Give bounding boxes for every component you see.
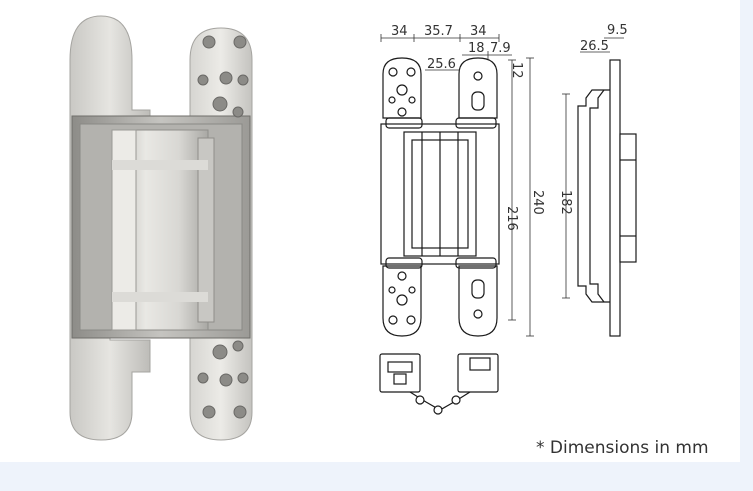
dimensions-note: * Dimensions in mm xyxy=(536,438,709,458)
dim-34-left: 34 xyxy=(391,24,408,39)
dim-7-9: 7.9 xyxy=(490,41,511,56)
dim-12: 12 xyxy=(509,62,524,79)
dim-35-7: 35.7 xyxy=(424,24,453,39)
dim-34-right: 34 xyxy=(470,24,487,39)
dim-26-5: 26.5 xyxy=(580,39,609,54)
dim-25-6: 25.6 xyxy=(427,57,456,72)
dim-182: 182 xyxy=(558,190,573,215)
page-background xyxy=(740,0,753,491)
bottom-bar xyxy=(0,462,753,491)
dim-240: 240 xyxy=(530,190,545,215)
hinge-photo xyxy=(69,15,253,441)
side-view-drawing xyxy=(577,59,637,337)
dim-216: 216 xyxy=(504,206,519,231)
side-dimension-lines xyxy=(562,37,624,299)
front-dimension-lines xyxy=(380,34,534,337)
top-view-drawing xyxy=(379,353,499,415)
dim-9-5: 9.5 xyxy=(607,23,628,38)
front-view-drawing xyxy=(380,57,500,337)
dim-18: 18 xyxy=(468,41,485,56)
